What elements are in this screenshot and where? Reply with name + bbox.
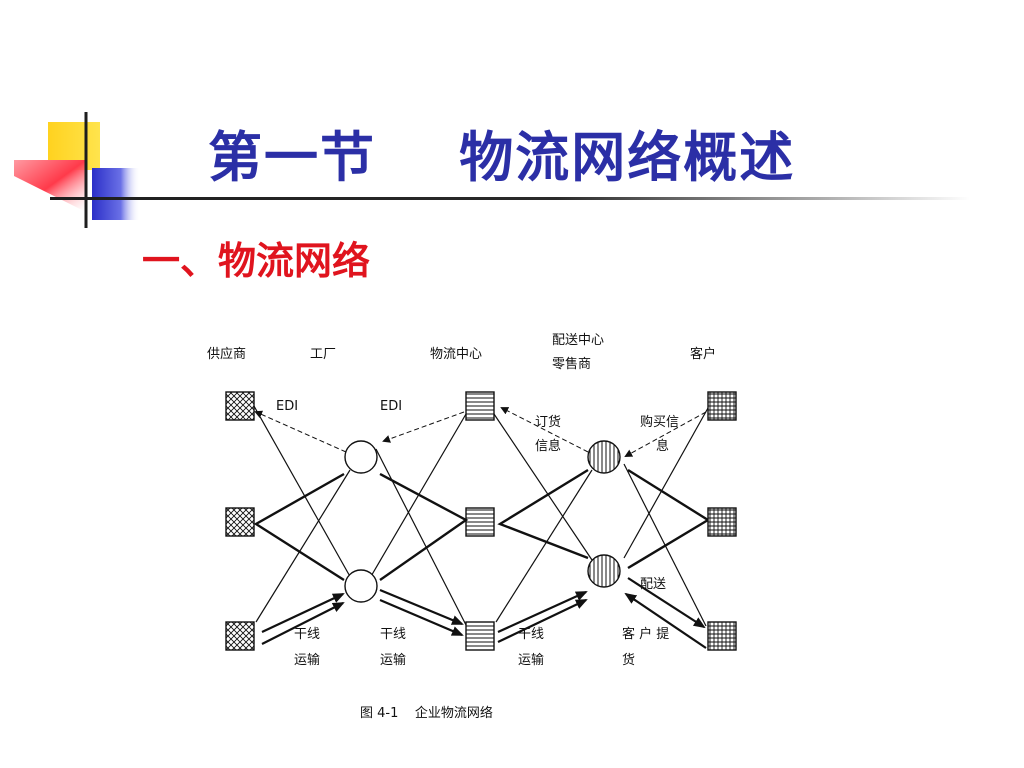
label-logistics-center: 物流中心 [430, 347, 482, 362]
title-underline [50, 197, 970, 200]
customer-node [707, 391, 737, 421]
label-distribution-center: 配送中心 [552, 333, 604, 348]
annotation-customer-pickup: 客 户 提 [622, 626, 669, 642]
distribution-center-nodes [587, 440, 621, 588]
annotation-purchase-info: 息 [656, 438, 669, 454]
transport-arrows [261, 577, 707, 649]
annotation-trunk-transport: 运输 [518, 652, 544, 668]
annotation-trunk-transport: 运输 [294, 652, 320, 668]
corner-decoration [14, 112, 140, 228]
annotation-purchase-info: 购买信 [640, 414, 679, 430]
annotation-trunk-transport: 运输 [380, 652, 406, 668]
supplier-node [225, 391, 255, 421]
factory-nodes [344, 440, 378, 603]
customer-node [707, 507, 737, 537]
supplier-node [225, 507, 255, 537]
label-retailer: 零售商 [552, 356, 591, 372]
annotation-trunk-transport: 干线 [380, 627, 406, 642]
figure-caption: 图 4-1 企业物流网络 [360, 706, 493, 721]
annotation-order-info: 订货 [535, 414, 561, 430]
customer-nodes [707, 391, 737, 651]
label-customer: 客户 [690, 346, 716, 362]
logistics-center-nodes [465, 391, 495, 651]
thin-links [253, 405, 709, 627]
factory-node [344, 569, 378, 603]
slide-title: 第一节 物流网络概述 [208, 125, 796, 189]
annotation-customer-pickup: 货 [622, 652, 635, 668]
logistics-center-node [465, 621, 495, 651]
logistics-center-node [465, 507, 495, 537]
supplier-nodes [225, 391, 255, 651]
annotation-order-info: 信息 [535, 438, 561, 454]
customer-node [707, 621, 737, 651]
annotation-edi-right: EDI [380, 399, 402, 414]
deco-blue-bar [92, 168, 140, 220]
annotation-trunk-transport: 干线 [518, 627, 544, 642]
annotation-trunk-transport: 干线 [294, 627, 320, 642]
info-flow-arrows [254, 407, 707, 457]
section-heading: 一、物流网络 [142, 238, 371, 283]
distribution-center-node [587, 440, 621, 474]
label-factory: 工厂 [310, 347, 336, 362]
label-supplier: 供应商 [207, 346, 246, 362]
logistics-center-node [465, 391, 495, 421]
distribution-center-node [587, 554, 621, 588]
factory-node [344, 440, 378, 474]
annotation-delivery: 配送 [640, 577, 666, 592]
supplier-node [225, 621, 255, 651]
annotation-edi-left: EDI [276, 399, 298, 414]
